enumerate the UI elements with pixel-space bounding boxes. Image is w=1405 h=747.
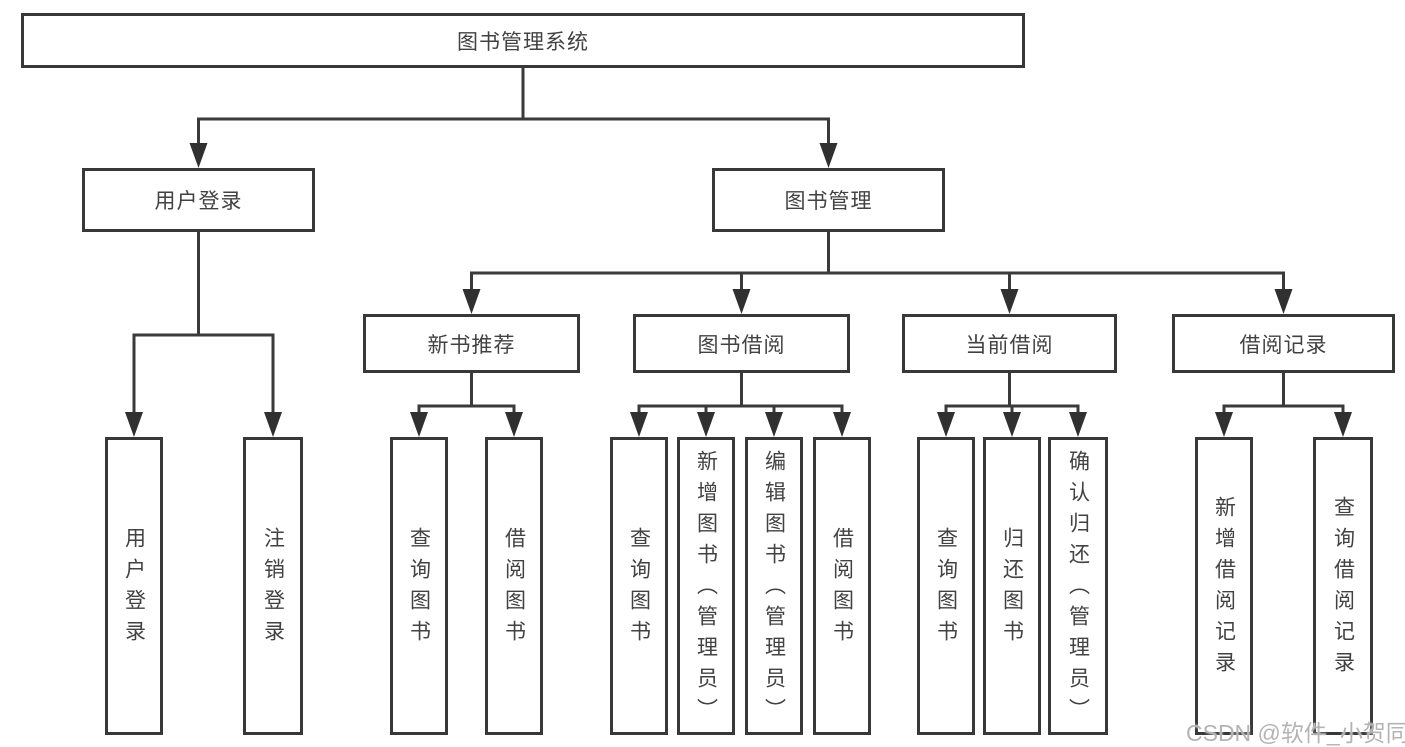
leaf-cb-query-books: 查询图书 [917, 437, 975, 735]
leaf-bb-borrow-books: 借阅图书 [813, 437, 871, 735]
leaf-nbr-query-books: 查询图书 [390, 437, 448, 735]
connector-root-to-level2 [197, 66, 830, 150]
node-label: 新书推荐 [427, 333, 516, 357]
arrow-leaf-user-login [125, 412, 143, 437]
leaf-bb-query-books: 查询图书 [610, 437, 668, 735]
node-book-borrowing: 图书借阅 [633, 314, 850, 373]
arrow-leaf-bb-edit-books [765, 412, 783, 437]
arrow-leaf-nbr-borrow-books [505, 412, 523, 437]
arrow-leaf-cb-confirm-return [1069, 412, 1087, 437]
leaf-cb-return-books: 归还图书 [983, 437, 1041, 735]
leaf-br-query-borrow-record: 查询借阅记录 [1313, 437, 1373, 735]
node-label: 借阅图书 [830, 527, 854, 651]
node-label: 图书管理 [784, 190, 873, 213]
arrow-leaf-logout [264, 412, 282, 437]
node-label: 查询借阅记录 [1331, 496, 1355, 682]
arrow-leaf-bb-add-books [697, 412, 715, 437]
arrow-current-borrowing [1000, 289, 1019, 314]
node-label: 注销登录 [261, 527, 285, 651]
node-book-management: 图书管理 [712, 168, 945, 232]
node-new-book-recommendation: 新书推荐 [363, 314, 580, 373]
leaf-logout: 注销登录 [243, 437, 303, 735]
arrow-leaf-nbr-query-books [410, 412, 428, 437]
node-label: 编辑图书（管理员） [762, 449, 786, 729]
connector-user-login-to-leaves [132, 232, 275, 420]
arrow-book-borrowing [732, 289, 751, 314]
arrow-leaf-bb-borrow-books [833, 412, 851, 437]
arrow-new-book-recommendation [462, 289, 481, 314]
arrow-user-login [189, 143, 208, 168]
node-label: 借阅图书 [502, 527, 526, 651]
node-borrowing-records: 借阅记录 [1172, 314, 1395, 373]
connector-book-borrowing-to-leaves [637, 373, 844, 420]
connector-new-book-recommendation-to-leaves [417, 373, 516, 420]
csdn-watermark: CSDN @软件_小贺同学 [1186, 720, 1405, 746]
node-label: 图书管理系统 [457, 30, 589, 54]
arrow-book-management [819, 143, 838, 168]
node-label: 用户登录 [122, 527, 146, 651]
leaf-bb-add-books-admin: 新增图书（管理员） [677, 437, 735, 735]
arrow-leaf-br-query-record [1334, 412, 1352, 437]
node-label: 查询图书 [407, 527, 431, 651]
leaf-br-add-borrow-record: 新增借阅记录 [1195, 437, 1253, 735]
node-label: 图书借阅 [697, 333, 786, 357]
node-library-management-system: 图书管理系统 [21, 13, 1025, 68]
connector-borrowing-records-to-leaves [1222, 373, 1345, 420]
node-label: 用户登录 [154, 190, 243, 213]
arrow-leaf-cb-return-books [1003, 412, 1021, 437]
arrow-borrowing-records [1274, 289, 1293, 314]
node-current-borrowing: 当前借阅 [902, 314, 1117, 373]
node-label: 新增借阅记录 [1212, 496, 1236, 682]
leaf-cb-confirm-return-admin: 确认归还（管理员） [1048, 437, 1108, 735]
node-label: 归还图书 [1000, 527, 1024, 651]
arrow-leaf-cb-query-books [937, 412, 955, 437]
node-label: 查询图书 [934, 527, 958, 651]
node-label: 新增图书（管理员） [694, 449, 718, 729]
leaf-bb-edit-books-admin: 编辑图书（管理员） [745, 437, 803, 735]
node-label: 确认归还（管理员） [1066, 449, 1090, 729]
arrowheads [125, 143, 1352, 437]
connector-book-management-to-level3 [470, 232, 1285, 296]
leaf-user-login: 用户登录 [105, 437, 163, 735]
arrow-leaf-bb-query-books [630, 412, 648, 437]
leaf-nbr-borrow-books: 借阅图书 [485, 437, 543, 735]
node-label: 当前借阅 [965, 333, 1054, 357]
node-user-login: 用户登录 [82, 168, 315, 232]
node-label: 查询图书 [627, 527, 651, 651]
node-label: 借阅记录 [1239, 333, 1328, 357]
arrow-leaf-br-add-record [1215, 412, 1233, 437]
